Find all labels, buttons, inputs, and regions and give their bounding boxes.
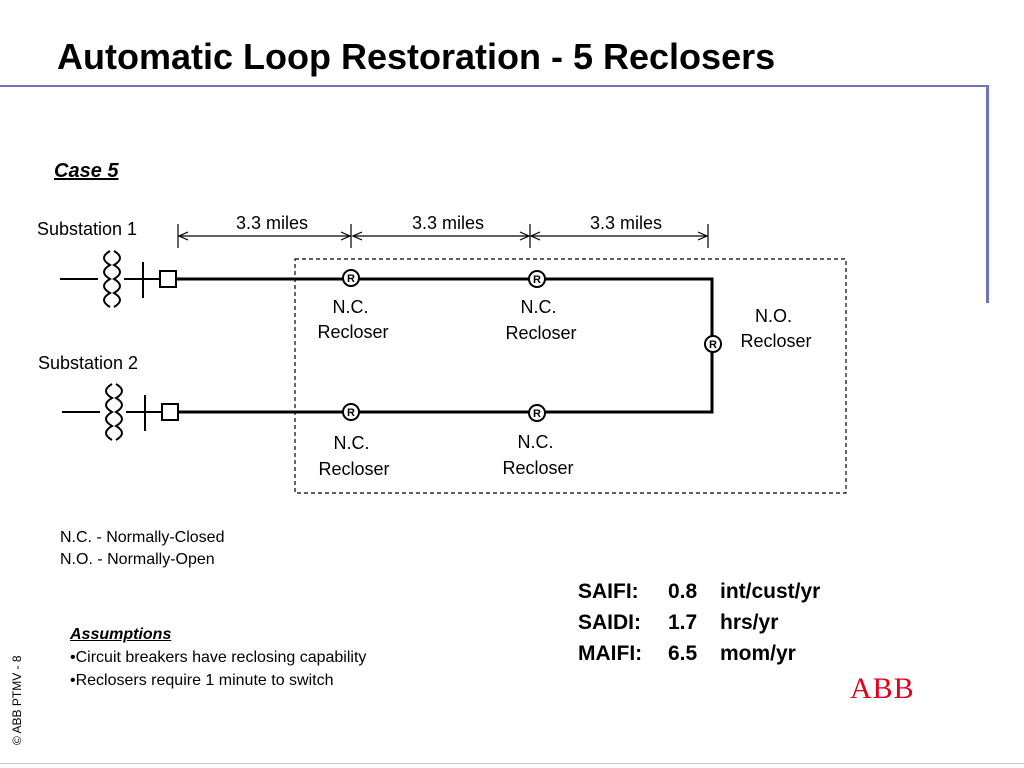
case-label: Case 5 xyxy=(54,160,119,182)
index-unit: hrs/yr xyxy=(720,611,779,634)
distance-label-3: 3.3 miles xyxy=(590,213,662,233)
recloser-bottom-2-label: N.C. Recloser xyxy=(502,432,573,478)
index-value: 0.8 xyxy=(668,580,698,603)
index-unit: int/cust/yr xyxy=(720,580,821,603)
abbreviation-legend: N.C. - Normally-Closed N.O. - Normally-O… xyxy=(60,527,224,571)
index-unit: mom/yr xyxy=(720,642,796,665)
recloser-top-2-icon: R xyxy=(528,270,546,288)
substation-2-label: Substation 2 xyxy=(38,353,138,373)
index-row-maifi: MAIFI: 6.5 mom/yr xyxy=(578,638,820,669)
recloser-top-1-label: N.C. Recloser xyxy=(317,297,388,342)
assumption-item: •Circuit breakers have reclosing capabil… xyxy=(70,649,367,666)
distance-dimensions xyxy=(177,224,709,248)
recloser-bottom-2-icon: R xyxy=(528,404,546,422)
transformer-2-icon xyxy=(62,383,162,441)
assumption-item: •Reclosers require 1 minute to switch xyxy=(70,672,334,689)
right-divider xyxy=(986,85,989,303)
footer-copyright: © ABB PTMV - 8 xyxy=(10,655,24,745)
slide-title: Automatic Loop Restoration - 5 Reclosers xyxy=(57,36,776,77)
index-value: 6.5 xyxy=(668,642,698,665)
recloser-top-1-icon: R xyxy=(342,269,360,287)
index-label: SAIFI: xyxy=(578,580,639,603)
recloser-tie-icon: R xyxy=(704,335,722,353)
index-row-saidi: SAIDI: 1.7 hrs/yr xyxy=(578,607,820,638)
abb-logo: ABB xyxy=(850,672,915,705)
recloser-top-2-label: N.C. Recloser xyxy=(505,297,576,343)
recloser-tie-label: N.O. Recloser xyxy=(740,306,811,351)
index-value: 1.7 xyxy=(668,611,698,634)
recloser-bottom-1-label: N.C. Recloser xyxy=(318,433,389,479)
index-row-saifi: SAIFI: 0.8 int/cust/yr xyxy=(578,576,820,607)
legend-no: N.O. - Normally-Open xyxy=(60,551,215,568)
legend-nc: N.C. - Normally-Closed xyxy=(60,529,225,546)
transformer-1-icon xyxy=(60,250,160,308)
recloser-symbol: R xyxy=(347,407,355,419)
automation-zone-box xyxy=(294,258,847,494)
distance-label-2: 3.3 miles xyxy=(412,213,484,233)
title-divider xyxy=(0,85,989,87)
recloser-bottom-1-icon: R xyxy=(342,403,360,421)
bottom-divider xyxy=(0,763,1024,764)
substation-1-label: Substation 1 xyxy=(37,219,137,239)
distance-label-1: 3.3 miles xyxy=(236,213,308,233)
recloser-symbol: R xyxy=(347,273,355,285)
feeder-lines xyxy=(176,277,714,414)
index-label: SAIDI: xyxy=(578,611,641,634)
reliability-indices: SAIFI: 0.8 int/cust/yr SAIDI: 1.7 hrs/yr MAI… xyxy=(578,576,820,669)
breaker-1-icon xyxy=(159,270,177,288)
assumptions-heading: Assumptions xyxy=(70,626,172,643)
breaker-2-icon xyxy=(161,403,179,421)
assumptions-block: Assumptions •Circuit breakers have reclo… xyxy=(70,623,366,692)
recloser-symbol: R xyxy=(533,408,541,420)
recloser-symbol: R xyxy=(533,274,541,286)
recloser-symbol: R xyxy=(709,339,717,351)
index-label: MAIFI: xyxy=(578,642,643,665)
